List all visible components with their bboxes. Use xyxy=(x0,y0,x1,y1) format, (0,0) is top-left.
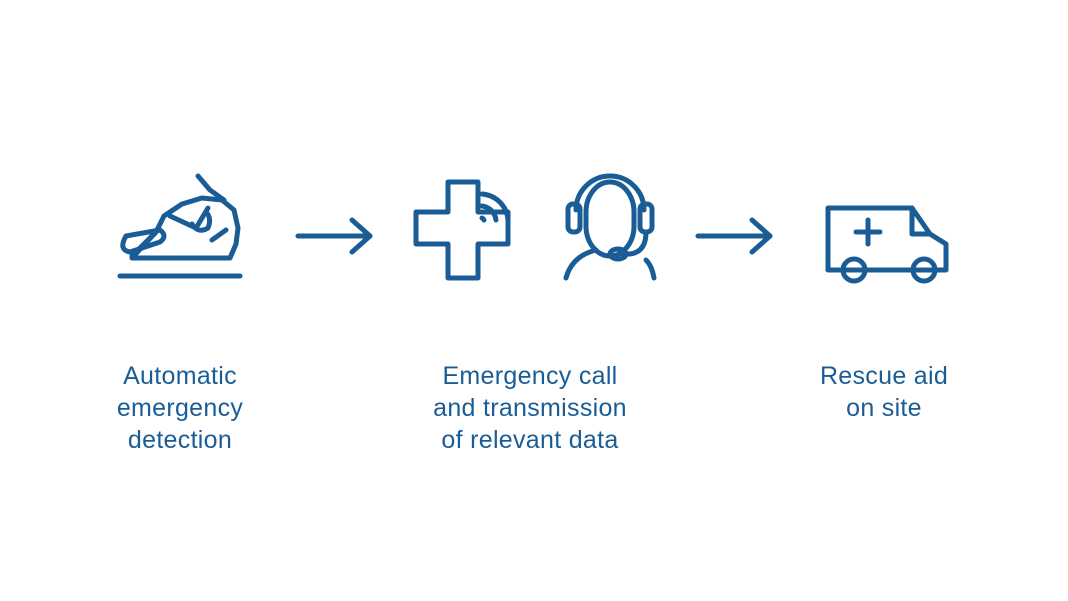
caption-line: on site xyxy=(846,394,922,422)
step-caption-emergency-call: Emergency call and transmission of relev… xyxy=(400,360,660,456)
caption-line: emergency xyxy=(116,394,244,422)
step-caption-rescue: Rescue aid on site xyxy=(784,360,984,424)
caption-line: Emergency call xyxy=(442,362,618,390)
caption-line: and transmission xyxy=(433,394,627,422)
caption-line: detection xyxy=(127,426,233,454)
step-caption-detection: Automatic emergency detection xyxy=(80,360,280,456)
ambulance-icon xyxy=(825,205,949,284)
caption-line: of relevant data xyxy=(441,426,619,454)
arrow-right-icon xyxy=(295,217,373,255)
crashed-motorcycle-icon xyxy=(117,173,243,279)
headset-operator-icon xyxy=(563,173,657,281)
caption-line: Rescue aid xyxy=(819,362,949,390)
arrow-right-icon xyxy=(695,217,773,255)
caption-line: Automatic xyxy=(123,362,237,390)
medical-cross-signal-icon xyxy=(413,179,511,281)
